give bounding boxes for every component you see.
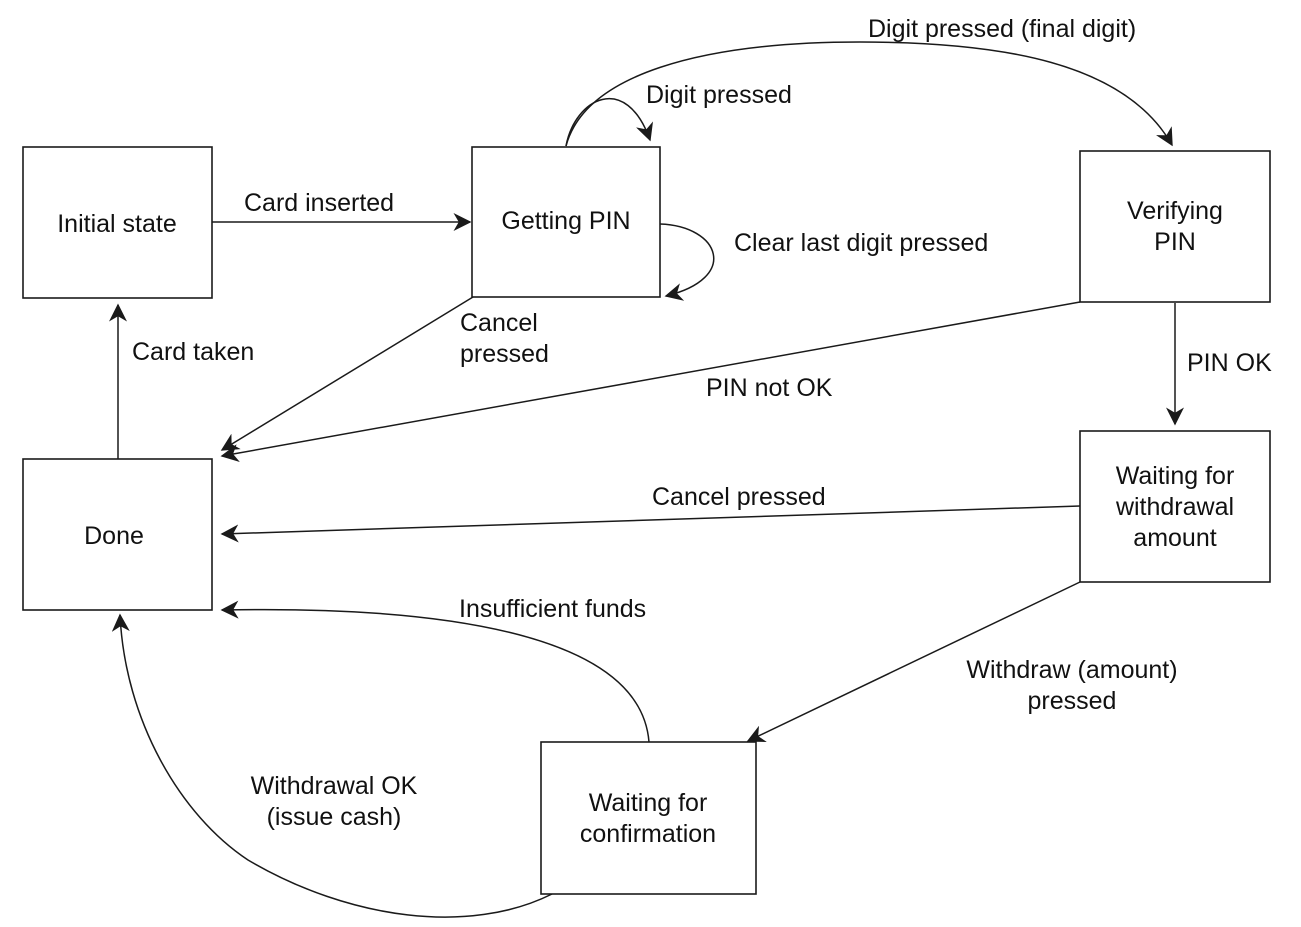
state-waiting-withdrawal-label: Waiting for withdrawal amount xyxy=(1115,462,1234,552)
label-card-taken: Card taken xyxy=(132,338,254,366)
state-waiting-withdrawal-label-line-1: Waiting for xyxy=(1116,462,1235,490)
label-cancel-pressed-withdrawal-line-1: Cancel pressed xyxy=(652,483,826,511)
state-waiting-confirmation-label: Waiting for confirmation xyxy=(580,789,716,848)
label-cancel-pressed-pin-line-2: pressed xyxy=(460,340,549,368)
state-done-label: Done xyxy=(84,522,144,550)
edge-pin-not-ok xyxy=(220,301,1081,462)
label-digit-pressed: Digit pressed xyxy=(646,81,792,109)
state-done-box xyxy=(22,458,213,611)
label-pin-not-ok: PIN not OK xyxy=(706,374,833,402)
edge-withdrawal-ok xyxy=(111,613,553,918)
label-pin-not-ok-line-1: PIN not OK xyxy=(706,374,833,402)
label-card-inserted-line-1: Card inserted xyxy=(244,189,394,217)
label-insufficient-funds-line-1: Insufficient funds xyxy=(459,595,646,623)
state-verifying-pin-label-line-2: PIN xyxy=(1154,228,1196,256)
label-withdrawal-ok-line-1: Withdrawal OK xyxy=(251,772,418,800)
edge-insufficient-funds xyxy=(220,600,650,743)
state-verifying-pin-box xyxy=(1079,150,1271,303)
state-initial-box xyxy=(22,146,213,299)
state-getting-pin-box xyxy=(471,146,661,298)
edge-digit-pressed-final xyxy=(565,41,1173,147)
label-withdraw-amount-pressed-line-2: pressed xyxy=(1028,687,1117,715)
edge-cancel-pressed-pin xyxy=(220,296,474,451)
label-withdrawal-ok-line-2: (issue cash) xyxy=(267,803,402,831)
label-withdraw-amount-pressed-line-1: Withdraw (amount) xyxy=(966,656,1177,684)
label-clear-last-digit-line-1: Clear last digit pressed xyxy=(734,229,988,257)
state-getting-pin-label-line-1: Getting PIN xyxy=(501,207,630,235)
label-digit-pressed-final-line-1: Digit pressed (final digit) xyxy=(868,15,1136,43)
label-digit-pressed-line-1: Digit pressed xyxy=(646,81,792,109)
state-done-label-line-1: Done xyxy=(84,522,144,550)
label-digit-pressed-final: Digit pressed (final digit) xyxy=(868,15,1136,43)
state-initial-label-line-1: Initial state xyxy=(57,210,177,238)
transition-labels: Card inserted Digit pressed Digit presse… xyxy=(132,15,1272,831)
state-verifying-pin-label-line-1: Verifying xyxy=(1127,197,1223,225)
state-initial-label: Initial state xyxy=(57,210,177,238)
label-insufficient-funds: Insufficient funds xyxy=(459,595,646,623)
label-pin-ok-line-1: PIN OK xyxy=(1187,349,1272,377)
state-waiting-withdrawal-label-line-2: withdrawal xyxy=(1115,493,1234,521)
label-cancel-pressed-pin-line-1: Cancel xyxy=(460,309,538,337)
state-waiting-confirmation-box xyxy=(540,741,757,895)
label-withdrawal-ok: Withdrawal OK (issue cash) xyxy=(251,772,418,831)
label-pin-ok: PIN OK xyxy=(1187,349,1272,377)
state-waiting-withdrawal-box xyxy=(1079,430,1271,583)
state-waiting-confirmation-label-line-1: Waiting for xyxy=(589,789,708,817)
label-cancel-pressed-pin: Cancel pressed xyxy=(460,309,549,368)
edge-cancel-pressed-withdrawal xyxy=(220,505,1081,543)
edge-withdraw-amount-pressed xyxy=(746,581,1081,742)
label-clear-last-digit: Clear last digit pressed xyxy=(734,229,988,257)
label-withdraw-amount-pressed: Withdraw (amount) pressed xyxy=(966,656,1177,715)
state-waiting-confirmation-label-line-2: confirmation xyxy=(580,820,716,848)
state-getting-pin-label: Getting PIN xyxy=(501,207,630,235)
edge-clear-last-digit xyxy=(659,223,715,301)
state-waiting-withdrawal-label-line-3: amount xyxy=(1133,524,1216,552)
transition-edges xyxy=(109,41,1184,918)
label-card-inserted: Card inserted xyxy=(244,189,394,217)
label-card-taken-line-1: Card taken xyxy=(132,338,254,366)
label-cancel-pressed-withdrawal: Cancel pressed xyxy=(652,483,826,511)
state-boxes xyxy=(22,146,1271,895)
edge-digit-pressed xyxy=(565,97,653,147)
